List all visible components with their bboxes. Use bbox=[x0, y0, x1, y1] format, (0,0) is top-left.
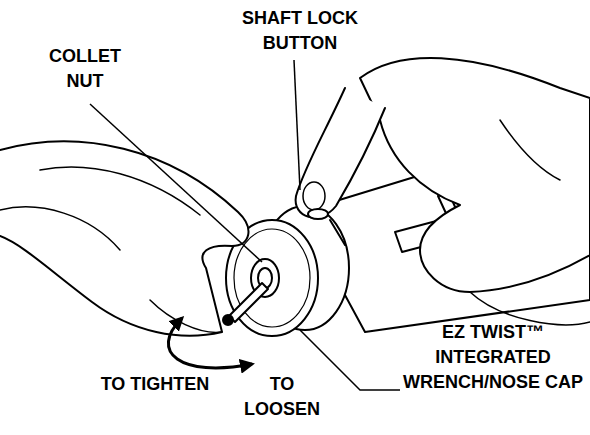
left-hand bbox=[0, 141, 248, 335]
thumb bbox=[296, 88, 385, 217]
rotation-arrow bbox=[168, 318, 252, 368]
part-label: TO LOOSEN bbox=[232, 372, 332, 422]
leader-line bbox=[294, 60, 300, 190]
part-label: SHAFT LOCK BUTTON bbox=[215, 6, 385, 56]
part-label: EZ TWIST™ INTEGRATED WRENCH/NOSE CAP bbox=[400, 320, 586, 394]
right-hand bbox=[360, 58, 590, 292]
leader-line bbox=[300, 330, 400, 390]
leader-line bbox=[90, 104, 262, 262]
part-label: COLLET NUT bbox=[30, 44, 140, 94]
shaft-lock-button bbox=[308, 209, 328, 219]
part-label: TO TIGHTEN bbox=[100, 372, 210, 397]
bit bbox=[229, 283, 268, 322]
